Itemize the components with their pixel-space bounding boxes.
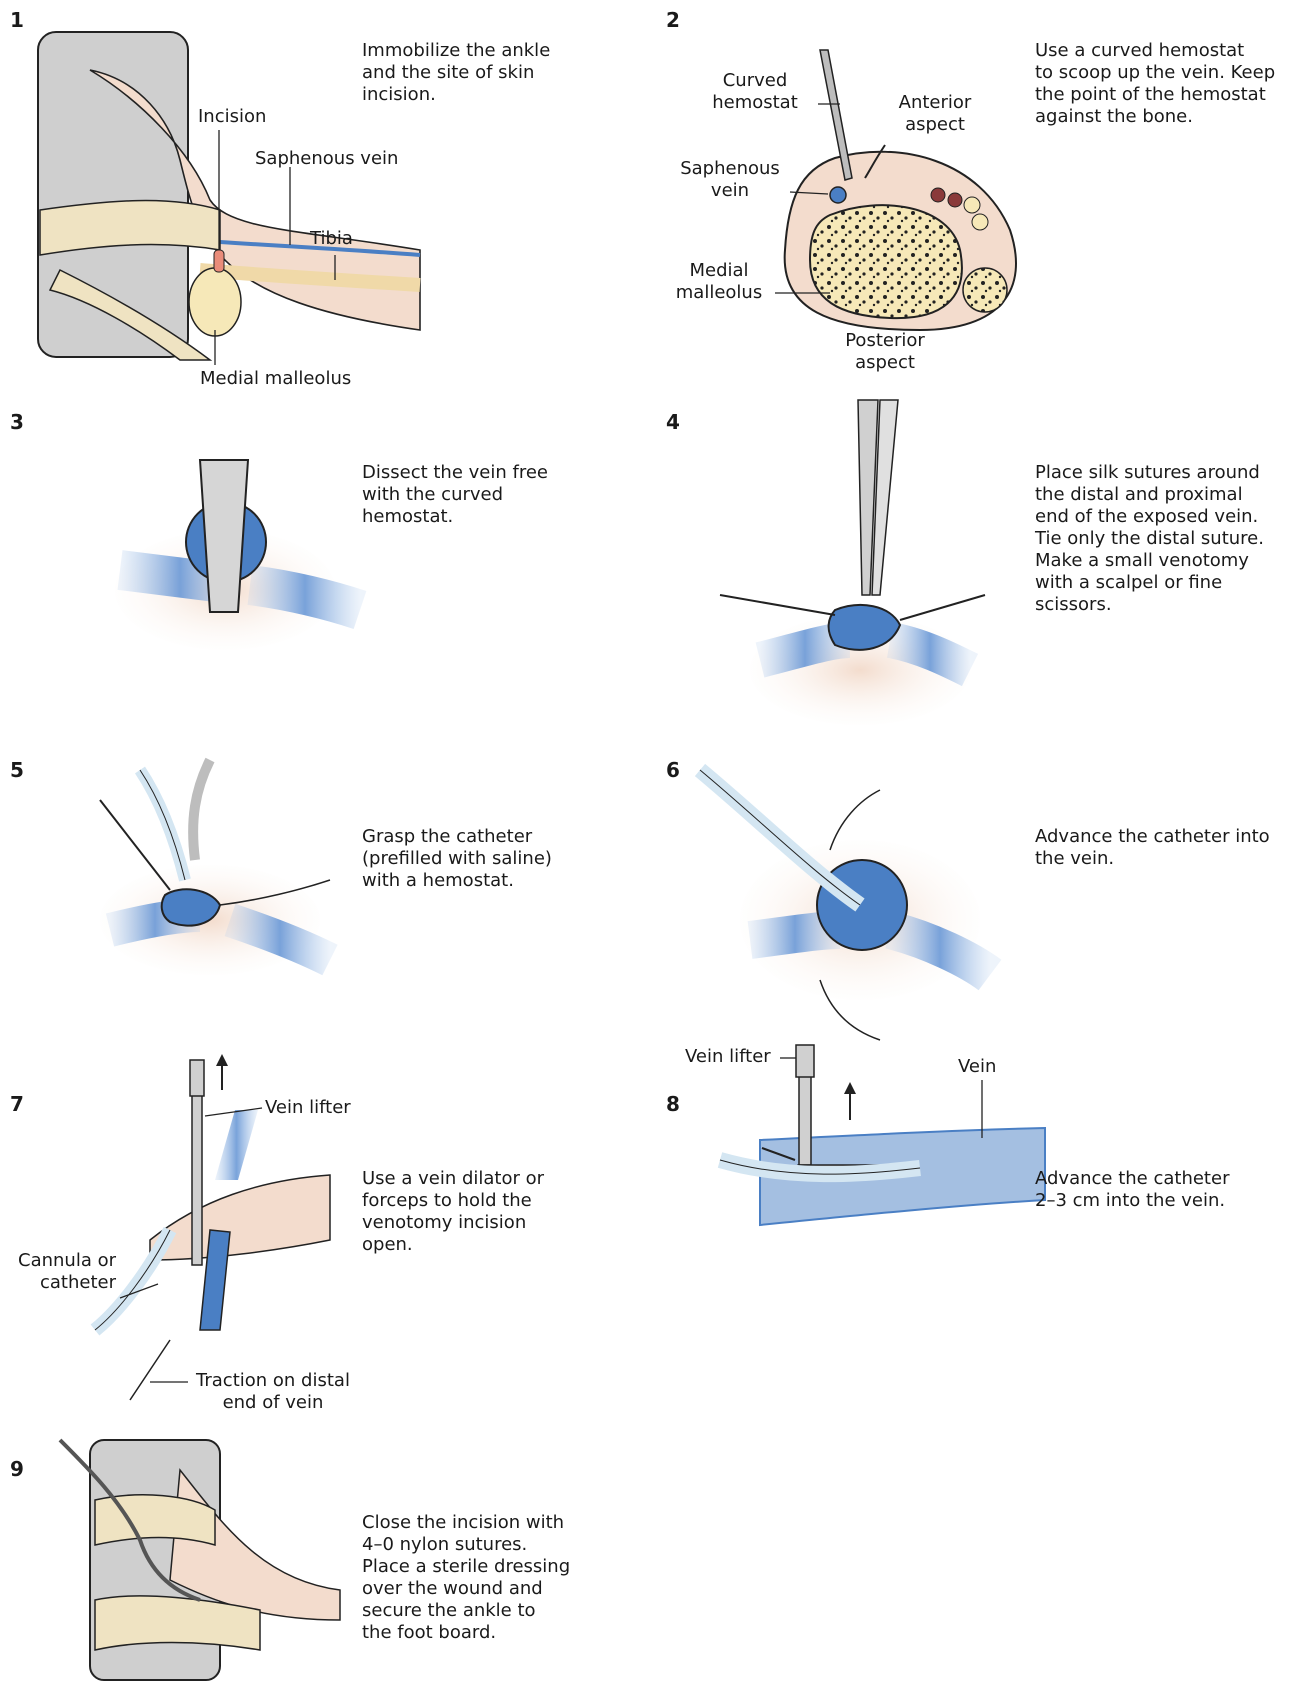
step-number-3: 3 [10,410,24,434]
label-medial-malleolus-1: Medial malleolus [200,368,351,390]
saphenous-vein-dot [830,187,846,203]
step-number-9: 9 [10,1457,24,1481]
label-vein-lifter-7: Vein lifter [265,1097,351,1119]
step-number-1: 1 [10,8,24,32]
step5-illustration [100,760,330,975]
step-number-5: 5 [10,758,24,782]
step-number-8: 8 [666,1092,680,1116]
hemostat-5 [193,760,210,860]
step-number-7: 7 [10,1092,24,1116]
step-5-text: Grasp the catheter(prefilled with saline… [362,826,552,892]
incision-mark [214,250,224,272]
step9-illustration [60,1440,340,1680]
vein-lifter-8 [799,1075,811,1165]
label-tibia: Tibia [310,228,353,250]
step-number-4: 4 [666,410,680,434]
label-vein-lifter-8: Vein lifter [685,1046,771,1068]
malleolus-shape [189,268,241,336]
step4-illustration [720,400,985,725]
label-vein-8: Vein [958,1056,996,1078]
wound-skin-7 [150,1175,330,1260]
step-number-2: 2 [666,8,680,32]
label-saphenous-vein-1: Saphenous vein [255,148,398,170]
step-number-6: 6 [666,758,680,782]
bandage-9a [95,1495,215,1545]
fibula-cross-section [963,268,1007,312]
catheter-5 [140,770,185,880]
tibia-cross-section [810,205,962,318]
step3-illustration [115,460,360,650]
label-incision: Incision [198,106,266,128]
step6-illustration [700,770,990,1040]
vein-lifter-7 [192,1095,202,1265]
